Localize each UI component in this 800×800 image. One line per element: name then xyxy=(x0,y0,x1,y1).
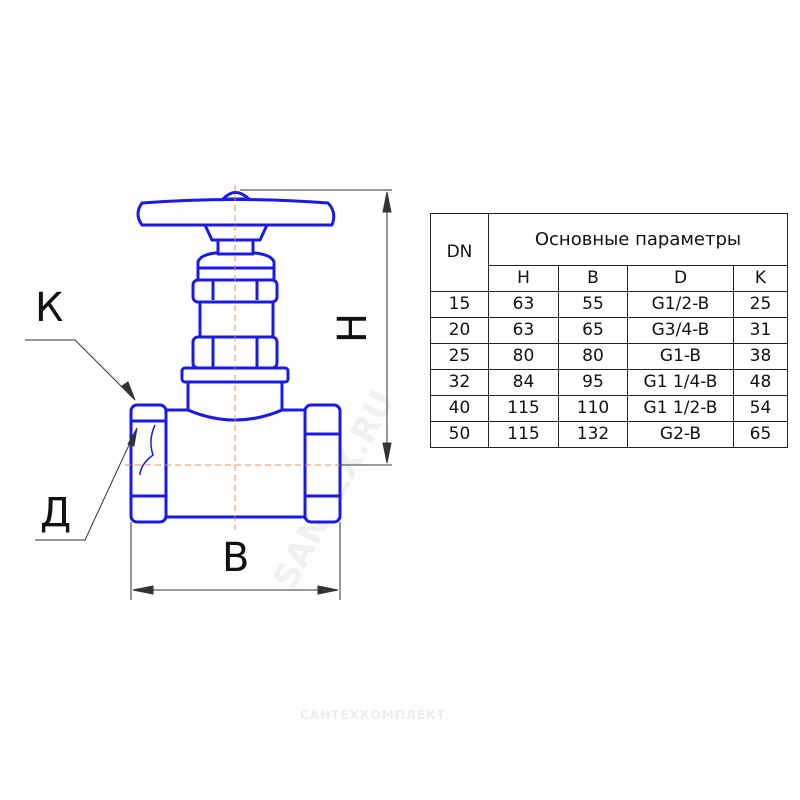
handwheel-cap xyxy=(221,191,251,201)
left-end-nut xyxy=(129,403,168,524)
cell-b: 55 xyxy=(558,291,628,318)
cell-d: G1-B xyxy=(627,343,734,370)
cell-k: 31 xyxy=(733,317,788,344)
handwheel xyxy=(136,198,336,227)
k-leader xyxy=(25,339,134,399)
dn-header: DN xyxy=(430,213,489,292)
cell-d: G1/2-B xyxy=(627,291,734,318)
cell-dn: 25 xyxy=(430,343,489,370)
b-label: B xyxy=(222,535,250,581)
cell-dn: 40 xyxy=(430,395,489,422)
cell-h: 84 xyxy=(488,369,559,396)
column-header-d: D xyxy=(627,265,734,292)
cell-h: 115 xyxy=(488,395,559,422)
cell-k: 65 xyxy=(733,421,788,448)
group-header: Основные параметры xyxy=(488,213,788,266)
column-header-k: K xyxy=(733,265,788,292)
cell-k: 25 xyxy=(733,291,788,318)
cell-b: 132 xyxy=(558,421,628,448)
handwheel-hub xyxy=(203,223,269,242)
cell-dn: 15 xyxy=(430,291,489,318)
cell-d: G1 1/2-B xyxy=(627,395,734,422)
cell-k: 48 xyxy=(733,369,788,396)
column-header-b: B xyxy=(558,265,628,292)
cell-b: 80 xyxy=(558,343,628,370)
cell-k: 38 xyxy=(733,343,788,370)
cell-dn: 50 xyxy=(430,421,489,448)
watermark-bottom: САНТЕХКОМПЛЕКТ xyxy=(300,708,446,722)
cell-h: 80 xyxy=(488,343,559,370)
cell-b: 95 xyxy=(558,369,628,396)
cell-dn: 20 xyxy=(430,317,489,344)
k-label: К xyxy=(35,285,64,331)
cell-h: 115 xyxy=(488,421,559,448)
cell-b: 65 xyxy=(558,317,628,344)
cell-d: G3/4-B xyxy=(627,317,734,344)
cell-h: 63 xyxy=(488,291,559,318)
d-label: Д xyxy=(40,490,72,536)
bonnet-middle xyxy=(198,298,275,339)
d-leader xyxy=(35,431,136,541)
cell-d: G2-B xyxy=(627,421,734,448)
lower-nut xyxy=(191,335,279,370)
cell-d: G1 1/4-B xyxy=(627,369,734,396)
cell-b: 110 xyxy=(558,395,628,422)
cell-h: 63 xyxy=(488,317,559,344)
cell-dn: 32 xyxy=(430,369,489,396)
h-label: H xyxy=(330,312,377,344)
cell-k: 54 xyxy=(733,395,788,422)
right-end-nut xyxy=(303,403,342,524)
column-header-h: H xyxy=(488,265,559,292)
